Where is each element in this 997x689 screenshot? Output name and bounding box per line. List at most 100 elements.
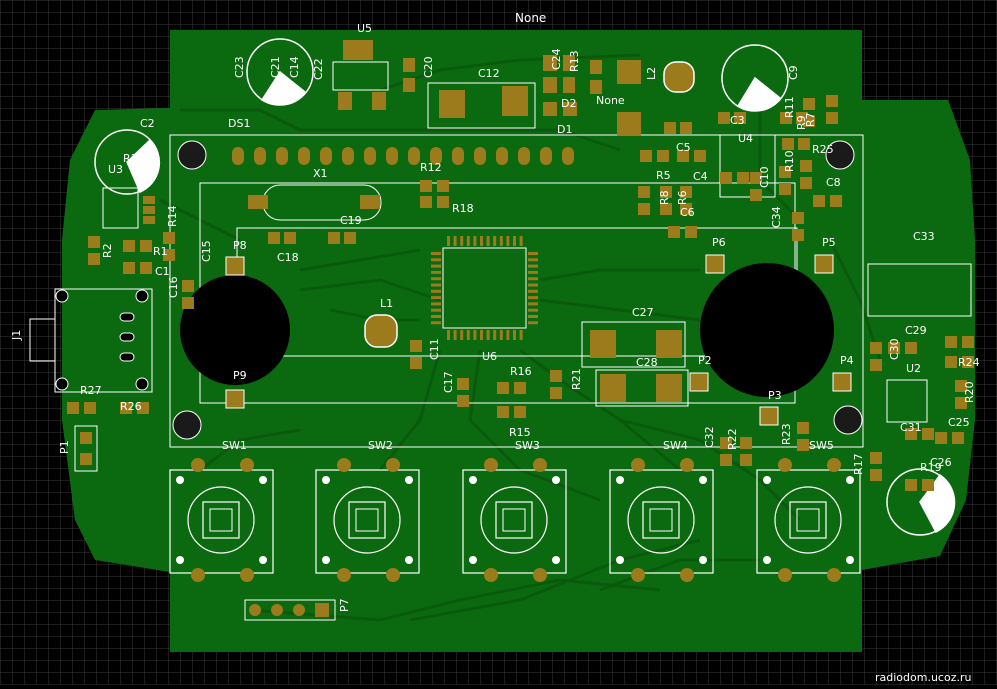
label-c12: C12 [478, 67, 500, 80]
mount-hole-tr [825, 140, 855, 170]
label-p6: P6 [712, 236, 726, 249]
label-d2: D2 [561, 97, 576, 110]
label-none2: None [596, 94, 625, 107]
label-u3: U3 [108, 163, 123, 176]
c33-outline [867, 263, 972, 317]
mounting-holes [172, 140, 863, 440]
ds1-pin-row [232, 147, 574, 165]
label-p2: P2 [698, 354, 712, 367]
p1-pins [80, 432, 92, 465]
label-p8: P8 [233, 239, 247, 252]
label-r19: R19 [920, 461, 942, 474]
label-p3: P3 [768, 389, 782, 402]
pad-p9 [225, 389, 245, 409]
label-c8: C8 [826, 176, 841, 189]
label-r6: R6 [676, 190, 689, 205]
label-c5: C5 [676, 141, 691, 154]
label-c23: C23 [233, 56, 246, 78]
label-p9: P9 [233, 369, 247, 382]
label-r15: R15 [509, 426, 531, 439]
j1-pins [55, 289, 149, 391]
c12-outline [427, 82, 536, 129]
label-c4: C4 [693, 170, 708, 183]
label-r24: R24 [958, 356, 980, 369]
pad-p3 [759, 406, 779, 426]
label-r27: R27 [80, 384, 102, 397]
label-c14: C14 [288, 56, 301, 78]
p7-pins [249, 603, 329, 617]
label-c33: C33 [913, 230, 935, 243]
u5-outline [332, 61, 389, 91]
label-c27: C27 [632, 306, 654, 319]
label-r26: R26 [120, 400, 142, 413]
u4-outline [719, 134, 776, 198]
label-r1: R1 [153, 245, 168, 258]
tactile-switches [169, 458, 861, 582]
label-u4: U4 [738, 132, 753, 145]
inductor-l2 [663, 61, 695, 93]
switch-sw5 [756, 458, 861, 582]
pad-p2 [689, 372, 709, 392]
label-c6: C6 [680, 206, 695, 219]
label-c9: C9 [787, 65, 800, 80]
pcb-traces [159, 53, 882, 622]
label-sw5: SW5 [809, 439, 834, 452]
switch-sw1 [169, 458, 274, 582]
label-c28: C28 [636, 356, 658, 369]
inductors [364, 61, 695, 348]
test-pads [225, 254, 852, 426]
label-j1: J1 [10, 330, 23, 341]
label-r9: R9 [795, 115, 808, 130]
label-c11: C11 [428, 338, 441, 360]
label-u5: U5 [357, 22, 372, 35]
label-c25: C25 [948, 416, 970, 429]
label-r25: R25 [812, 143, 834, 156]
switch-sw3 [462, 458, 567, 582]
smd-pads [67, 40, 974, 491]
switch-sw4 [609, 458, 714, 582]
label-r12: R12 [420, 161, 442, 174]
label-c26: C26 [930, 456, 952, 469]
label-r20: R20 [963, 381, 976, 403]
label-sw1: SW1 [222, 439, 247, 452]
electrolytic-caps [94, 38, 956, 536]
c28-outline [595, 369, 689, 407]
label-sw2: SW2 [368, 439, 393, 452]
label-r21: R21 [570, 368, 583, 390]
label-c18: C18 [277, 251, 299, 264]
label-c19: C19 [340, 214, 362, 227]
label-p7: P7 [338, 598, 351, 612]
mount-hole-tl [177, 140, 207, 170]
j1-tab [29, 318, 56, 362]
u6-outline [442, 247, 527, 329]
label-c29: C29 [905, 324, 927, 337]
label-r3: R3 [123, 152, 138, 165]
label-c17: C17 [442, 371, 455, 393]
label-sw4: SW4 [663, 439, 688, 452]
buzzer-right [700, 263, 834, 397]
label-c32: C32 [703, 426, 716, 448]
label-r14: R14 [166, 205, 179, 227]
inductor-l1 [364, 314, 398, 348]
label-r13: R13 [568, 50, 581, 72]
pad-p5 [814, 254, 834, 274]
display-outline [169, 134, 864, 448]
pad-p4 [832, 372, 852, 392]
label-c16: C16 [167, 276, 180, 298]
label-c31: C31 [900, 421, 922, 434]
label-r11: R11 [783, 96, 796, 118]
buzzer-left [180, 275, 290, 385]
label-c15: C15 [200, 240, 213, 262]
label-r10: R10 [783, 150, 796, 172]
p1-outline [74, 425, 98, 472]
label-c24: C24 [550, 48, 563, 70]
p7-outline [244, 599, 336, 621]
label-r5: R5 [656, 169, 671, 182]
label-r23: R23 [780, 423, 793, 445]
label-c1: C1 [155, 265, 170, 278]
label-x1: X1 [313, 167, 328, 180]
label-u2: U2 [906, 362, 921, 375]
watermark: radiodom.ucoz.ru [875, 671, 971, 684]
